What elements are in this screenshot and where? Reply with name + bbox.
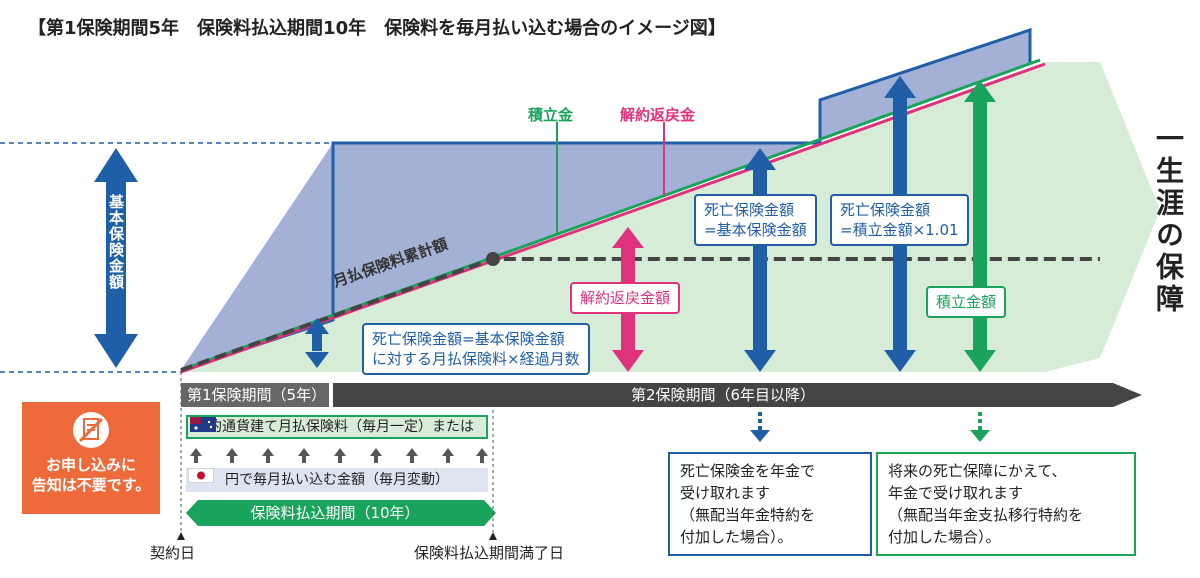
pay-period-label: 保険料払込期間（10年） — [250, 504, 420, 522]
note-right-line4: 付加した場合）。 — [888, 528, 1001, 546]
or-label: または — [432, 419, 474, 435]
yen-premium-bar: 円で毎月払い込む金額（毎月変動） — [186, 468, 488, 492]
death-monthly-box: 死亡保険金額=基本保険金額 に対する月払保険料×経過月数 — [362, 323, 590, 375]
page-title: 【第1保険期間5年 保険料払込期間10年 保険料を毎月払い込む場合のイメージ図】 — [28, 18, 726, 39]
no-notice-line2: 告知は不要です。 — [31, 476, 151, 494]
period2-bar: 第2保険期間（6年目以降） — [333, 383, 1113, 407]
period2-arrowhead — [1113, 383, 1142, 407]
au-flag-icon — [190, 417, 216, 432]
fixed-premium-bar: 契約通貨建て月払保険料（毎月一定）または — [186, 415, 488, 439]
yen-premium-label: 円で毎月払い込む金額（毎月変動） — [225, 472, 449, 488]
surrender-amount-box: 解約返戻金額 — [570, 282, 681, 314]
note-right-line3: （無配当年金支払移行特約を — [888, 506, 1084, 524]
note-right-line2: 年金で受け取れます — [888, 484, 1024, 502]
no-document-icon — [73, 412, 109, 448]
note-left-box: 死亡保険金を年金で 受け取れます （無配当年金特約を 付加した場合）。 — [668, 452, 872, 556]
death-accum-box: 死亡保険金額 =積立金額×1.01 — [830, 194, 969, 246]
death-monthly-line1: 死亡保険金額=基本保険金額 — [372, 330, 565, 348]
death-accum-line2: =積立金額×1.01 — [840, 221, 959, 239]
no-notice-line1: お申し込みに — [45, 456, 136, 474]
fixed-premium-label: 契約通貨建て月払保険料（毎月一定） — [194, 419, 432, 435]
death-basic-line2: =基本保険金額 — [704, 221, 807, 239]
note-arrow-left — [750, 412, 770, 442]
small-arrow — [305, 318, 329, 368]
lifetime-label: 一生涯の保障 — [1152, 124, 1185, 316]
death-basic-line1: 死亡保険金額 — [704, 201, 795, 219]
blue-area — [181, 30, 1030, 370]
note-right-line1: 将来の死亡保障にかえて、 — [888, 462, 1067, 480]
death-monthly-line2: に対する月払保険料×経過月数 — [372, 350, 580, 368]
note-left-line4: 付加した場合）。 — [680, 528, 793, 546]
jp-flag-icon — [188, 468, 214, 483]
timeline-ticks — [177, 532, 497, 540]
pay-end-day-label: 保険料払込期間満了日 — [414, 544, 565, 562]
pay-period-shape — [186, 500, 496, 526]
premium-end-dot — [486, 252, 500, 266]
note-left-line3: （無配当年金特約を — [680, 506, 816, 524]
contract-day-label: 契約日 — [150, 544, 196, 562]
accum-amount-box: 積立金額 — [926, 286, 1007, 318]
surrender-legend: 解約返戻金 — [620, 106, 696, 124]
period1-bar: 第1保険期間（5年） — [181, 383, 329, 407]
green-area — [181, 62, 1160, 372]
no-notice-box: お申し込みに 告知は不要です。 — [22, 402, 160, 514]
basic-amount-arrow — [94, 148, 138, 368]
death-basic-box: 死亡保険金額 =基本保険金額 — [694, 194, 817, 246]
yen-up-arrows — [190, 448, 488, 463]
accum-legend: 積立金 — [528, 106, 574, 124]
pay-period-bar: 保険料払込期間（10年） — [186, 500, 496, 526]
note-left-line1: 死亡保険金を年金で — [680, 462, 816, 480]
basic-amount-label: 基本保険金額 — [107, 194, 125, 290]
death-accum-line1: 死亡保険金額 — [840, 201, 931, 219]
note-right-box: 将来の死亡保障にかえて、 年金で受け取れます （無配当年金支払移行特約を 付加し… — [876, 452, 1136, 556]
note-arrow-right — [970, 412, 990, 442]
note-left-line2: 受け取れます — [680, 484, 771, 502]
